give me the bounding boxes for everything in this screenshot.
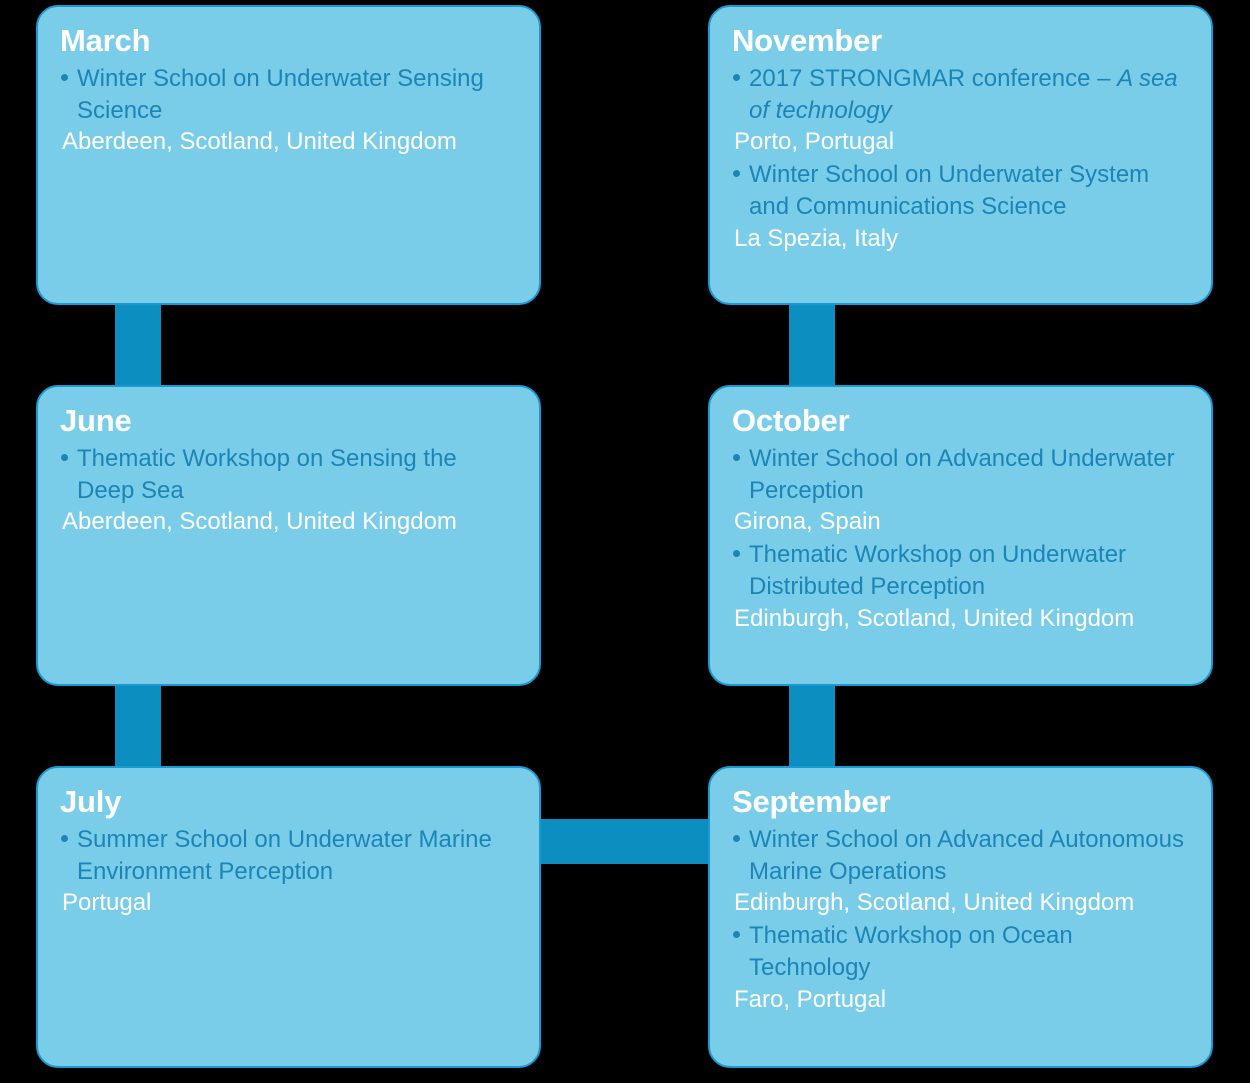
event-list-november: 2017 STRONGMAR conference – A sea of tec… [732, 63, 1189, 255]
card-march[interactable]: March Winter School on Underwater Sensin… [36, 5, 541, 305]
event-title: Winter School on Underwater System and C… [749, 161, 1150, 221]
list-item: Winter School on Advanced Underwater Per… [732, 443, 1189, 539]
bullet-dot-icon [733, 73, 740, 81]
bullet-dot-icon [733, 170, 740, 178]
bullet-dot-icon [61, 834, 68, 842]
event-title: Summer School on Underwater Marine Envir… [77, 825, 492, 885]
event-title: Thematic Workshop on Ocean Technology [749, 922, 1073, 982]
event-title: Thematic Workshop on Underwater Distribu… [749, 541, 1127, 601]
event-title: Winter School on Underwater Sensing Scie… [77, 64, 484, 124]
card-november[interactable]: November 2017 STRONGMAR conference – A s… [708, 5, 1213, 305]
event-title-italic: A sea of technology [749, 64, 1178, 124]
event-list-october: Winter School on Advanced Underwater Per… [732, 443, 1189, 635]
bullet-dot-icon [733, 931, 740, 939]
connector-july-to-september [538, 819, 712, 864]
event-title: Winter School on Advanced Underwater Per… [749, 444, 1175, 504]
event-list-july: Summer School on Underwater Marine Envir… [60, 824, 517, 920]
list-item: Winter School on Underwater Sensing Scie… [60, 63, 517, 159]
bullet-dot-icon [733, 834, 740, 842]
bullet-dot-icon [61, 453, 68, 461]
event-location: Portugal [62, 889, 152, 917]
bullet-dot-icon [733, 453, 740, 461]
bullet-dot-icon [61, 73, 68, 81]
event-title: Winter School on Advanced Autonomous Mar… [749, 825, 1184, 885]
card-september[interactable]: September Winter School on Advanced Auto… [708, 766, 1213, 1068]
connector-june-to-july [115, 680, 161, 772]
list-item: Thematic Workshop on Underwater Distribu… [732, 539, 1189, 635]
event-title-plain: 2017 STRONGMAR conference – [749, 64, 1118, 92]
connector-march-to-june [115, 300, 161, 390]
event-location: Porto, Portugal [734, 128, 895, 156]
list-item: Winter School on Underwater System and C… [732, 159, 1189, 255]
card-october[interactable]: October Winter School on Advanced Underw… [708, 385, 1213, 686]
event-location: Girona, Spain [734, 508, 881, 536]
event-title: 2017 STRONGMAR conference – A sea of tec… [749, 63, 1189, 127]
event-location: Aberdeen, Scotland, United Kingdom [62, 508, 457, 536]
event-location: La Spezia, Italy [734, 225, 899, 253]
card-july[interactable]: July Summer School on Underwater Marine … [36, 766, 541, 1068]
event-location: Edinburgh, Scotland, United Kingdom [734, 605, 1135, 633]
connector-october-to-september [789, 680, 835, 772]
card-june[interactable]: June Thematic Workshop on Sensing the De… [36, 385, 541, 686]
card-title-july: July [60, 784, 122, 819]
list-item: Winter School on Advanced Autonomous Mar… [732, 824, 1189, 920]
card-title-september: September [732, 784, 891, 819]
event-list-march: Winter School on Underwater Sensing Scie… [60, 63, 517, 159]
list-item: Summer School on Underwater Marine Envir… [60, 824, 517, 920]
event-list-september: Winter School on Advanced Autonomous Mar… [732, 824, 1189, 1016]
event-location: Aberdeen, Scotland, United Kingdom [62, 128, 457, 156]
bullet-dot-icon [733, 550, 740, 558]
event-location: Edinburgh, Scotland, United Kingdom [734, 889, 1135, 917]
card-title-march: March [60, 23, 151, 58]
connector-november-to-october [789, 300, 835, 390]
list-item: Thematic Workshop on Ocean Technology Fa… [732, 920, 1189, 1016]
event-list-june: Thematic Workshop on Sensing the Deep Se… [60, 443, 517, 539]
card-title-june: June [60, 403, 132, 438]
card-title-october: October [732, 403, 850, 438]
event-location: Faro, Portugal [734, 986, 887, 1014]
list-item: Thematic Workshop on Sensing the Deep Se… [60, 443, 517, 539]
event-title: Thematic Workshop on Sensing the Deep Se… [77, 444, 457, 504]
list-item: 2017 STRONGMAR conference – A sea of tec… [732, 63, 1189, 159]
card-title-november: November [732, 23, 883, 58]
